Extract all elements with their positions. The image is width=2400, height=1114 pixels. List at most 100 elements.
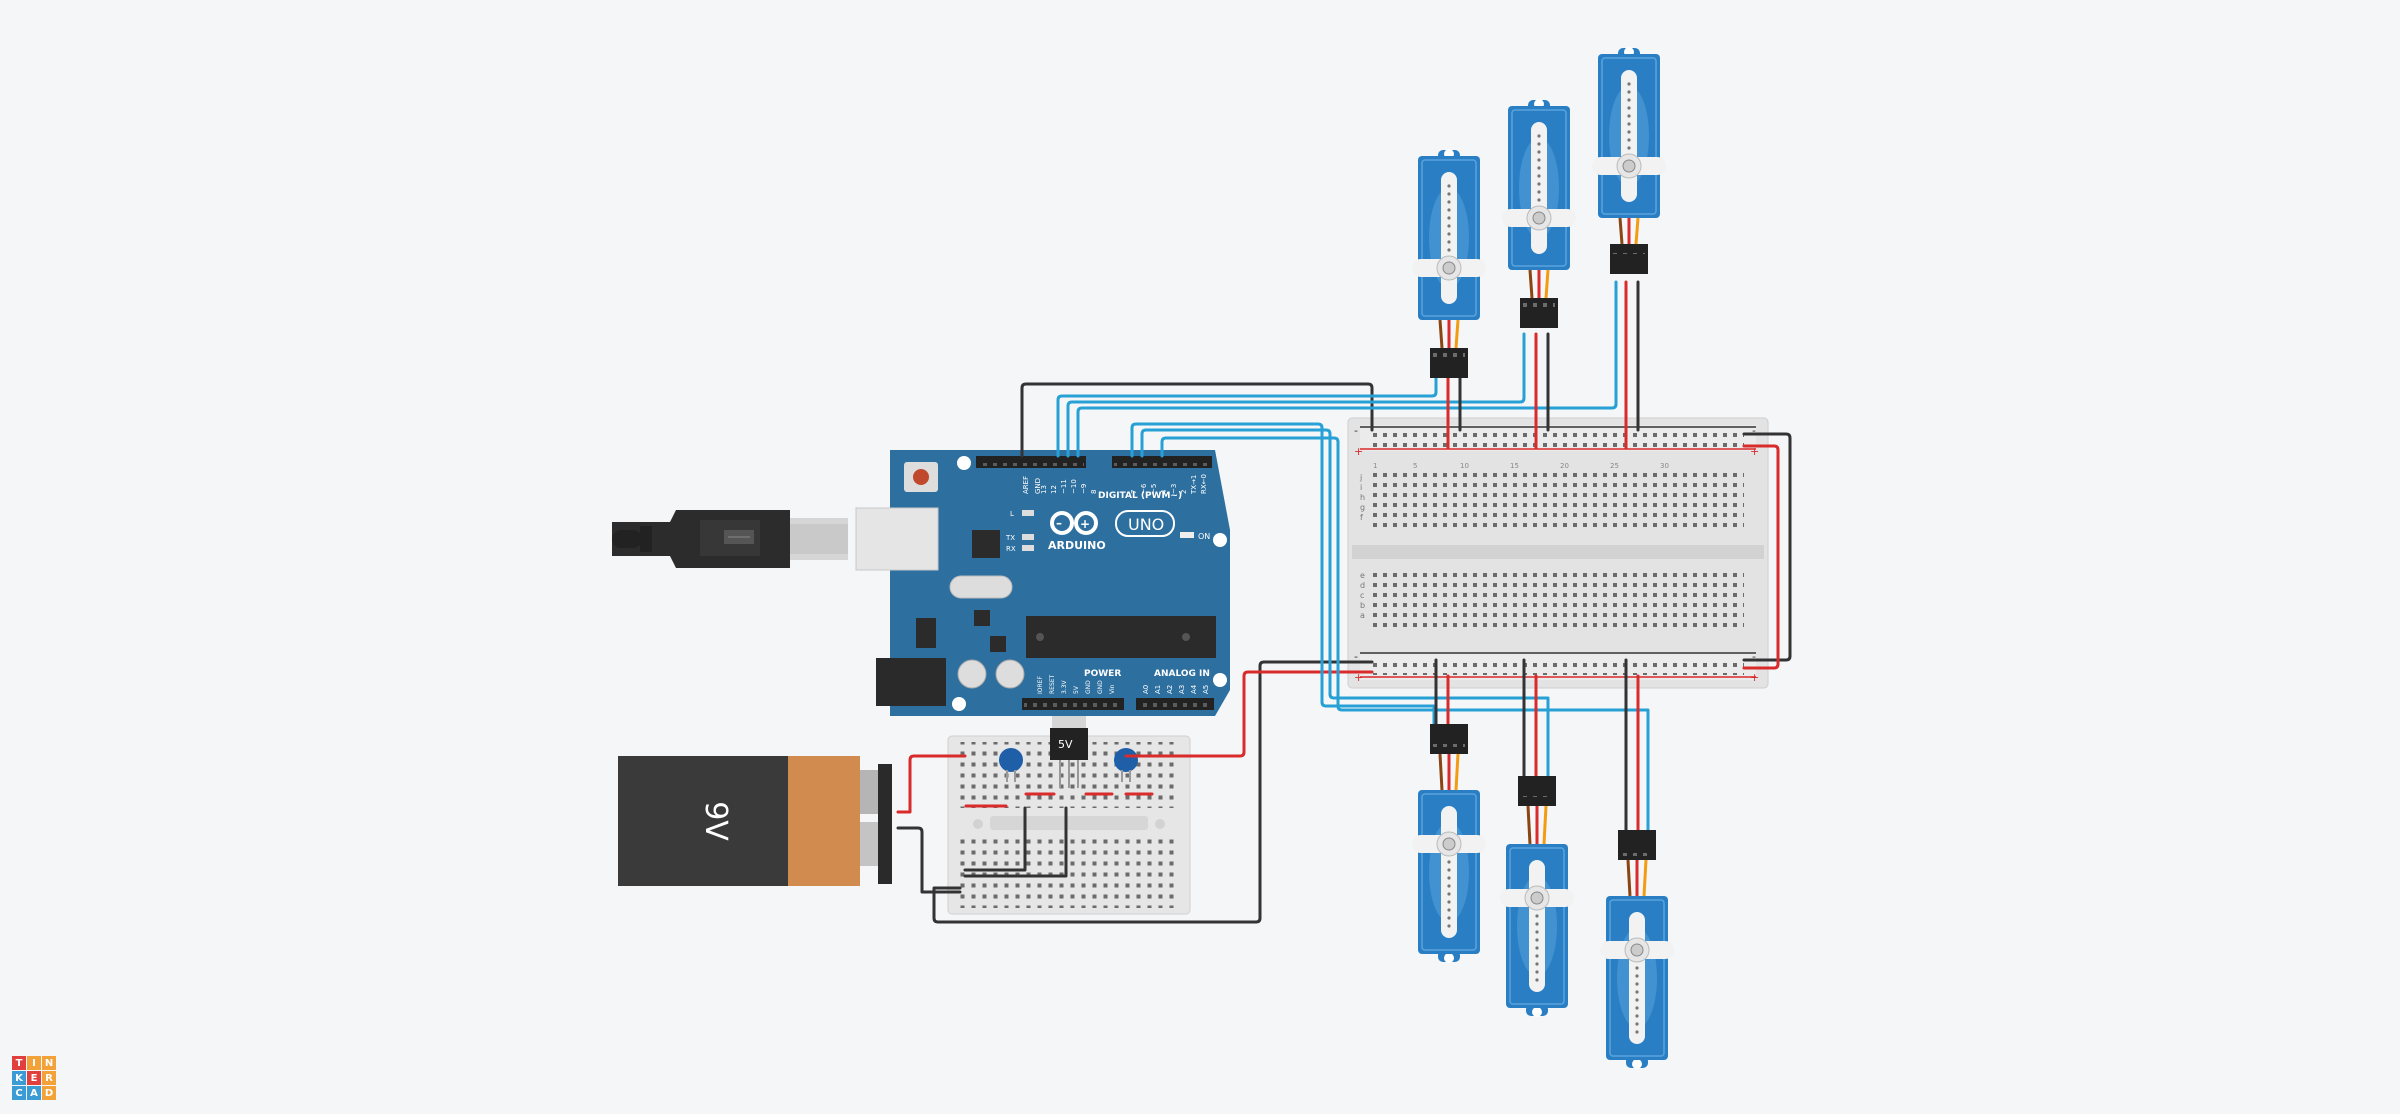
row-letter-e: e xyxy=(1360,571,1365,580)
rail-minus-bottom-right: - xyxy=(1752,650,1756,663)
rail-minus-top: - xyxy=(1354,424,1358,437)
wire-5v-to-rail xyxy=(1124,670,1374,758)
led-tx-label: TX xyxy=(1005,534,1015,542)
logo-letter: I xyxy=(27,1056,41,1070)
wire-signal-pin6 xyxy=(1130,422,1436,730)
wire-signal-pin11 xyxy=(1056,368,1438,458)
row-letter-i: i xyxy=(1360,483,1362,492)
pin-gnd: GND xyxy=(1034,478,1042,494)
logo-letter: R xyxy=(42,1071,56,1085)
power-pin-label: IOREF xyxy=(1037,676,1044,694)
digital-pin-label: RX←0 xyxy=(1200,474,1208,494)
logo-letter: C xyxy=(12,1086,26,1100)
digital-pin-label: TX→1 xyxy=(1190,475,1198,495)
servo-top-2[interactable] xyxy=(1502,99,1576,328)
row-letter-j: j xyxy=(1359,473,1362,482)
battery-label: 9V xyxy=(698,801,733,841)
col-num-25: 25 xyxy=(1610,462,1619,470)
wire-signal-pin10 xyxy=(1066,332,1526,458)
svg-text:+: + xyxy=(1080,517,1090,531)
arduino-brand: ARDUINO xyxy=(1048,539,1106,552)
digital-pin-label: 8 xyxy=(1090,490,1098,494)
digital-pin-label: ~10 xyxy=(1070,479,1078,494)
power-pin-label: GND xyxy=(1085,680,1092,694)
usb-b-port xyxy=(855,507,939,571)
logo-letter: E xyxy=(27,1071,41,1085)
analog-pin-label: A1 xyxy=(1154,685,1162,694)
servo-bottom-2[interactable] xyxy=(1500,776,1574,1017)
wire-gnd-small-bb-1 xyxy=(963,806,1027,872)
led-rx-label: RX xyxy=(1006,545,1016,553)
capacitor-right[interactable] xyxy=(1114,748,1138,782)
pin-aref: AREF xyxy=(1022,476,1030,494)
regulator-label: 5V xyxy=(1058,738,1073,751)
col-num-30: 30 xyxy=(1660,462,1669,470)
power-pin-label: Vin xyxy=(1109,684,1116,694)
analog-header-label: ANALOG IN xyxy=(1154,669,1210,679)
digital-pin-label: ~6 xyxy=(1140,483,1148,494)
digital-pin-label: ~5 xyxy=(1150,484,1158,494)
capacitor-left[interactable] xyxy=(999,748,1023,782)
row-letter-g: g xyxy=(1360,503,1365,512)
main-breadboard[interactable]: - + - + - + - + j i h g f e d c b a 1 5 … xyxy=(1347,417,1769,689)
battery-9v[interactable]: 9V xyxy=(618,756,892,886)
digital-pin-label: 2 xyxy=(1180,490,1188,494)
rail-minus-top-right: - xyxy=(1752,424,1756,437)
analog-pin-label: A5 xyxy=(1202,685,1210,694)
wire-signal-pin3 xyxy=(1160,436,1650,838)
on-led-label: ON xyxy=(1198,532,1210,541)
usb-cable[interactable] xyxy=(612,510,848,568)
power-header-label: POWER xyxy=(1084,669,1121,679)
digital-pwm-label: DIGITAL (PWM~) xyxy=(1098,491,1182,501)
rail-plus-top-right: + xyxy=(1750,445,1759,458)
svg-text:–: – xyxy=(1056,516,1062,530)
servo-bottom-1[interactable] xyxy=(1412,724,1486,963)
logo-letter: T xyxy=(12,1056,26,1070)
led-l-label: L xyxy=(1010,510,1014,518)
wire-gnd-bottom-rail-to-small-bb xyxy=(932,660,1374,924)
row-letter-c: c xyxy=(1360,591,1364,600)
servo-bottom-3[interactable] xyxy=(1600,830,1674,1069)
row-letter-a: a xyxy=(1360,611,1365,620)
digital-pin-label: 12 xyxy=(1050,485,1058,494)
rail-plus-top: + xyxy=(1354,445,1363,458)
wire-gnd-arduino-to-rail xyxy=(1020,382,1374,458)
digital-pin-label: ~11 xyxy=(1060,479,1068,494)
digital-pin-label: 13 xyxy=(1040,485,1048,494)
arduino-infinity-logo xyxy=(1050,511,1098,535)
row-letter-b: b xyxy=(1360,601,1365,610)
col-num-15: 15 xyxy=(1510,462,1519,470)
digital-pin-label: 7 xyxy=(1130,490,1138,494)
wire-gnd-battery xyxy=(896,826,962,894)
wire-rail-plus-loop xyxy=(1742,444,1780,670)
voltage-regulator[interactable]: 5V xyxy=(1050,716,1088,788)
power-pin-label: 3.3V xyxy=(1061,679,1068,694)
arduino-uno-board[interactable]: AREF GND 13 1312~11~10~987~6~54~32TX→1RX… xyxy=(876,450,1230,716)
servo-top-1[interactable] xyxy=(1412,149,1486,378)
arduino-model: UNO xyxy=(1128,515,1164,534)
digital-pin-label: ~9 xyxy=(1080,484,1088,494)
analog-pin-label: A4 xyxy=(1190,684,1198,694)
power-pin-label: RESET xyxy=(1049,674,1056,694)
wires[interactable] xyxy=(896,280,1792,924)
digital-pin-label: ~3 xyxy=(1170,484,1178,494)
row-letter-h: h xyxy=(1360,493,1365,502)
col-num-10: 10 xyxy=(1460,462,1469,470)
row-letter-d: d xyxy=(1360,581,1365,590)
logo-letter: K xyxy=(12,1071,26,1085)
rail-plus-bottom: + xyxy=(1354,671,1363,684)
analog-pin-label: A2 xyxy=(1166,685,1174,694)
digital-pin-label: 4 xyxy=(1160,489,1168,494)
col-num-20: 20 xyxy=(1560,462,1569,470)
col-num-1: 1 xyxy=(1373,462,1377,470)
power-pin-label: GND xyxy=(1097,680,1104,694)
row-letter-f: f xyxy=(1360,513,1363,522)
rail-minus-bottom: - xyxy=(1354,650,1358,663)
analog-pin-label: A3 xyxy=(1178,685,1186,694)
logo-letter: N xyxy=(42,1056,56,1070)
col-num-5: 5 xyxy=(1413,462,1417,470)
logo-letter: D xyxy=(42,1086,56,1100)
servo-top-3[interactable] xyxy=(1592,47,1666,274)
